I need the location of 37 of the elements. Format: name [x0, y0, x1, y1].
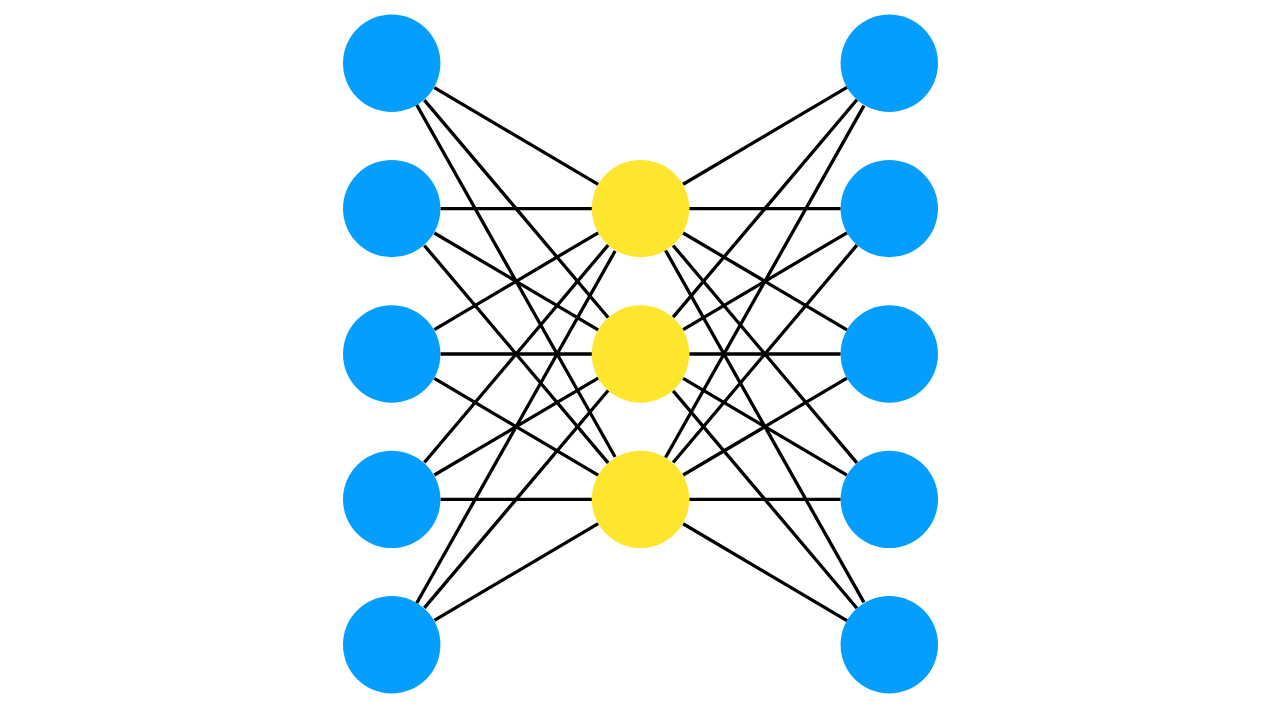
node-circle [840, 596, 938, 694]
connector [433, 522, 599, 622]
node-circle [342, 159, 440, 258]
connector [433, 231, 599, 332]
connector [433, 376, 599, 477]
connector [671, 244, 858, 464]
connector [440, 206, 592, 211]
node-circle [342, 596, 440, 694]
connector [414, 250, 617, 604]
node-circle [840, 450, 938, 549]
node-circle [591, 450, 689, 549]
connector [671, 98, 858, 319]
connector [422, 389, 609, 609]
node-circle [840, 159, 938, 258]
connector [663, 104, 865, 459]
connector [440, 352, 592, 356]
node-circle [342, 14, 440, 112]
connector [681, 86, 848, 186]
node-circle [840, 305, 938, 403]
connector [422, 244, 609, 464]
connector [688, 206, 841, 211]
node-circle [591, 305, 689, 403]
connector [671, 389, 858, 610]
connector [681, 231, 848, 332]
connector [688, 497, 841, 502]
connector [414, 104, 617, 458]
node-circle [591, 159, 689, 258]
node-circle [342, 305, 440, 403]
connector [422, 99, 609, 319]
connector [681, 376, 848, 477]
node-circle [342, 450, 440, 549]
connector [688, 352, 841, 356]
connector [433, 86, 599, 186]
connector [681, 522, 848, 622]
connector [663, 249, 865, 604]
connector [440, 497, 592, 502]
node-circle [840, 14, 938, 112]
